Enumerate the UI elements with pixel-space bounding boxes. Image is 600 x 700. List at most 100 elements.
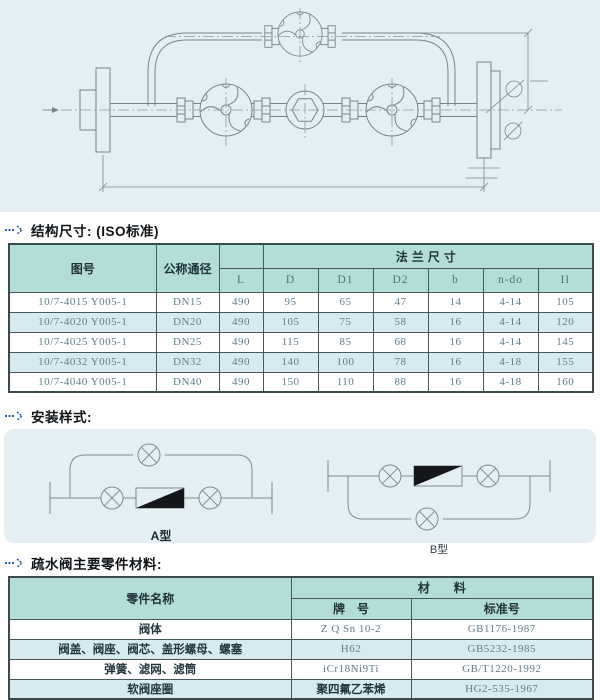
gate-valve-icon — [415, 507, 439, 531]
section-header-install: 安装样式: — [5, 407, 600, 425]
table-cell: 65 — [317, 291, 374, 313]
diameter-symbol — [485, 79, 525, 141]
globe-valve-icon — [199, 83, 253, 137]
table-cell: 16 — [427, 351, 484, 373]
section-header-dims: 结构尺寸: (ISO标准) — [5, 221, 600, 239]
section-title: 疏水阀主要零件材料: — [31, 556, 162, 572]
type-b-schematic — [327, 460, 551, 531]
table-cell: 145 — [537, 331, 594, 353]
table-cell: 115 — [262, 331, 319, 353]
table-cell: 120 — [537, 311, 594, 333]
table-cell: 68 — [372, 331, 429, 353]
table-cell: 16 — [427, 311, 484, 333]
centerlines — [42, 8, 562, 146]
col-part-name: 零件名称 — [8, 576, 292, 620]
col-material: 材 料 — [290, 576, 594, 599]
col-H: II — [537, 267, 594, 293]
table-cell: 160 — [537, 371, 594, 393]
table-cell: GB/T1220-1992 — [410, 658, 594, 680]
col-nominal-diameter: 公称通径 — [155, 243, 220, 293]
col-grade: 牌 号 — [290, 597, 412, 620]
table-cell: GB1176-1987 — [410, 618, 594, 640]
table-cell: iCr18Ni9Ti — [290, 658, 412, 680]
type-b-label: B型 — [429, 544, 449, 556]
dimension-lines — [98, 28, 548, 192]
steam-trap-symbol — [413, 465, 463, 487]
type-b-diagram: B型 — [314, 456, 564, 556]
dotted-arrow-icon — [5, 557, 24, 568]
table-cell: 95 — [262, 291, 319, 313]
col-standard: 标准号 — [410, 597, 594, 620]
table-cell: 100 — [317, 351, 374, 373]
table-cell: 85 — [317, 331, 374, 353]
steam-trap-symbol — [135, 487, 185, 509]
table-cell: 150 — [262, 371, 319, 393]
col-D1: D1 — [317, 267, 374, 293]
table-cell: DN32 — [155, 351, 220, 373]
table-cell: 58 — [372, 311, 429, 333]
table-cell: 聚四氟乙苯烯 — [290, 678, 412, 700]
table-cell: 弹簧、滤网、滤筒 — [8, 658, 292, 680]
table-cell: 10/7-4015 Y005-1 — [8, 291, 157, 313]
table-cell: 10/7-4040 Y005-1 — [8, 371, 157, 393]
col-D2: D2 — [372, 267, 429, 293]
table-cell: 47 — [372, 291, 429, 313]
col-flange-dims: 法兰尺寸 — [262, 243, 594, 269]
gate-valve-icon — [378, 464, 402, 488]
table-cell: 10/7-4032 Y005-1 — [8, 351, 157, 373]
table-cell: 阀盖、阀座、阀芯、盖形螺母、螺塞 — [8, 638, 292, 660]
table-cell: 10/7-4025 Y005-1 — [8, 331, 157, 353]
table-cell: 16 — [427, 331, 484, 353]
gate-valve-icon — [137, 443, 161, 467]
col-L: L — [218, 267, 264, 293]
table-cell: GB5232-1985 — [410, 638, 594, 660]
type-a-schematic — [49, 443, 273, 514]
dotted-arrow-icon — [5, 410, 24, 421]
table-cell: 490 — [218, 351, 264, 373]
table-cell: 4-18 — [482, 371, 539, 393]
table-cell: 140 — [262, 351, 319, 373]
assembly-drawing — [42, 8, 562, 192]
table-cell: DN15 — [155, 291, 220, 313]
table-cell: 4-18 — [482, 351, 539, 373]
col-drawing-no: 图号 — [8, 243, 157, 293]
gate-valve-icon — [100, 486, 124, 510]
table-cell: 78 — [372, 351, 429, 373]
table-cell: 4-14 — [482, 311, 539, 333]
table-cell: 16 — [427, 371, 484, 393]
type-a-diagram: A型 — [36, 442, 286, 543]
col-n-do: n-do — [482, 267, 539, 293]
table-cell: 88 — [372, 371, 429, 393]
table-cell: 105 — [262, 311, 319, 333]
type-a-label: A型 — [150, 529, 172, 543]
table-cell: 10/7-4020 Y005-1 — [8, 311, 157, 333]
col-D: D — [262, 267, 319, 293]
dimensions-table: 图号 公称通径 法兰尺寸 L D D1 D2 b n-do II 10/7-40… — [8, 243, 595, 393]
table-cell: 阀体 — [8, 618, 292, 640]
table-cell: 105 — [537, 291, 594, 313]
table-cell: Z Q Sn 10-2 — [290, 618, 412, 640]
section-title: 结构尺寸: (ISO标准) — [31, 223, 159, 239]
bypass-pipe — [147, 32, 456, 106]
table-cell: HG2-535-1967 — [410, 678, 594, 700]
table-cell: 490 — [218, 311, 264, 333]
table-cell: 490 — [218, 371, 264, 393]
table-cell: 75 — [317, 311, 374, 333]
table-cell: 490 — [218, 291, 264, 313]
gate-valve-icon — [198, 486, 222, 510]
flow-arrow-icon — [44, 107, 59, 113]
section-title: 安装样式: — [31, 409, 92, 425]
table-cell: DN25 — [155, 331, 220, 353]
table-cell: 4-14 — [482, 331, 539, 353]
table-cell: 155 — [537, 351, 594, 373]
table-cell: 14 — [427, 291, 484, 313]
table-cell: 软阀座圈 — [8, 678, 292, 700]
assembly-drawing-panel — [0, 0, 600, 212]
table-cell: DN40 — [155, 371, 220, 393]
